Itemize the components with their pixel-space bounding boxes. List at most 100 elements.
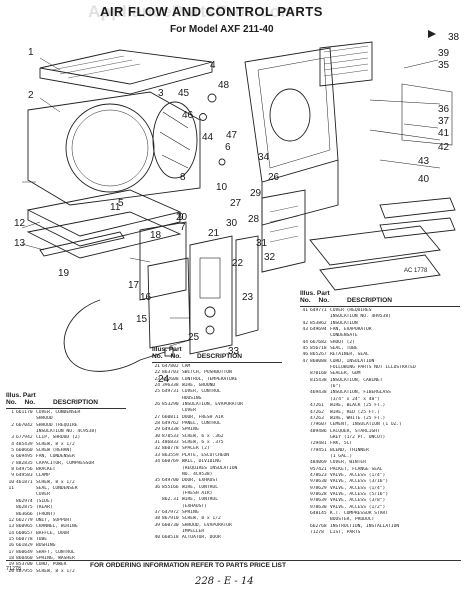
part-description: UNIT, SUPPORT <box>36 517 72 523</box>
watermark: AppliancePartsPros.com <box>88 2 296 21</box>
part-description: (1 GAL.) <box>330 453 353 459</box>
part-description: PLATE, ESCUTCHEON <box>182 452 230 458</box>
part-number: 660660 <box>16 448 33 454</box>
part-description: (3/4" x 24" x 48") <box>330 396 380 402</box>
part-description: WIRE, BLACK (25 FT.) <box>330 403 386 409</box>
part-number: 978630 <box>310 479 327 485</box>
part-description: LACQUER, STARLIGHT <box>330 428 380 434</box>
callout-34: 34 <box>258 152 270 163</box>
illus-number: 13 <box>8 524 14 530</box>
callout-26: 26 <box>268 172 280 183</box>
part-number: 489486 <box>310 428 327 434</box>
illus-number: 40 <box>154 535 160 541</box>
part-description: WIRE, WHITE (25 FT.) <box>330 415 386 421</box>
callout-31: 31 <box>256 238 268 249</box>
table-row: COVER <box>152 408 286 414</box>
part-number: 853862 <box>310 320 327 326</box>
callout-48: 48 <box>218 80 230 91</box>
part-number: 486833 <box>162 440 179 446</box>
part-number: 648145 <box>310 511 327 516</box>
wiring-channel-part <box>39 231 125 257</box>
callout-14: 14 <box>112 322 124 333</box>
part-description: SHROUD, EVAPORATOR <box>182 522 232 528</box>
part-number: 649771 <box>310 308 327 313</box>
power-cord-part <box>63 299 141 372</box>
part-number: 649700 <box>162 478 179 484</box>
illus-number: 3 <box>11 435 14 441</box>
illus-number: 9 <box>11 473 14 479</box>
part-description: GREY (1/2 PT. UNCUT) <box>330 434 386 440</box>
callout-36: 36 <box>438 104 450 115</box>
page-title: AIR FLOW AND CONTROL PARTS <box>100 4 323 19</box>
part-number: 860649 <box>16 549 33 555</box>
part-description: COVER (REQUIRES <box>330 308 372 313</box>
part-description: (SIDE) <box>36 498 53 504</box>
condenser-fan-part <box>152 101 198 179</box>
part-number: 649731 <box>162 389 179 395</box>
callout-40: 40 <box>418 174 430 185</box>
callout-27: 27 <box>230 198 242 209</box>
part-description: VALVE, ACCESS (3/8") <box>330 498 386 504</box>
part-number: 978639 <box>310 498 327 504</box>
part-number: 47263 <box>310 415 324 421</box>
page-subtitle: For Model AXF 211-40 <box>170 24 274 35</box>
part-description: SEALER, GUM <box>330 371 361 377</box>
illus-number: 16 <box>8 543 14 549</box>
illus-number: 36 <box>154 484 160 490</box>
table-row: BOOSTER, PRODUCT <box>300 517 465 523</box>
illus-number: 31 <box>154 440 160 446</box>
part-number: 815438 <box>310 377 327 383</box>
part-number: 396338 <box>162 383 179 389</box>
callout-17: 17 <box>128 280 140 291</box>
part-description: SEAL, TUBE <box>330 346 358 352</box>
part-description: CORD, INSULATION <box>330 358 375 364</box>
part-number: 649762 <box>162 421 179 427</box>
part-description: BRACKET <box>36 467 56 473</box>
part-description: INSULATION, FIBERGLASS <box>330 390 391 396</box>
callout-2: 2 <box>28 90 34 101</box>
part-number: 870160 <box>310 371 327 377</box>
part-description: WIRE, CONTROL <box>182 497 218 503</box>
callout-35: 35 <box>438 60 450 71</box>
part-description: CORD, POWER <box>36 562 67 568</box>
part-number: 649694 <box>310 327 327 333</box>
callout-15: 15 <box>136 314 148 325</box>
part-description: COVER, WINTER <box>330 460 366 466</box>
part-description: TUBE <box>36 536 48 542</box>
part-description: BAFFLE, DOOR <box>36 530 70 536</box>
part-number: 862875 <box>16 505 33 511</box>
callout-47: 47 <box>226 130 238 141</box>
part-number: 662768 <box>310 523 327 529</box>
callout-33: 33 <box>228 346 240 357</box>
callout-10: 10 <box>216 182 228 193</box>
part-description: CONDENSATE <box>330 333 358 339</box>
illus-number: 38 <box>154 516 160 522</box>
callout-7: 7 <box>180 222 186 233</box>
callout-30: 30 <box>226 218 238 229</box>
part-number: 677942 <box>16 435 33 441</box>
part-description: SCREW (REHAN) <box>36 448 72 454</box>
part-description: RETAINER, SEAL <box>330 352 369 358</box>
illus-number: 32 <box>154 446 160 452</box>
table-row: 862875(REAR) <box>6 505 128 511</box>
callout-39: 39 <box>438 48 450 59</box>
part-description: SCREW, 8 x 1/2 <box>36 568 75 574</box>
part-description: BUSHING <box>36 543 56 549</box>
